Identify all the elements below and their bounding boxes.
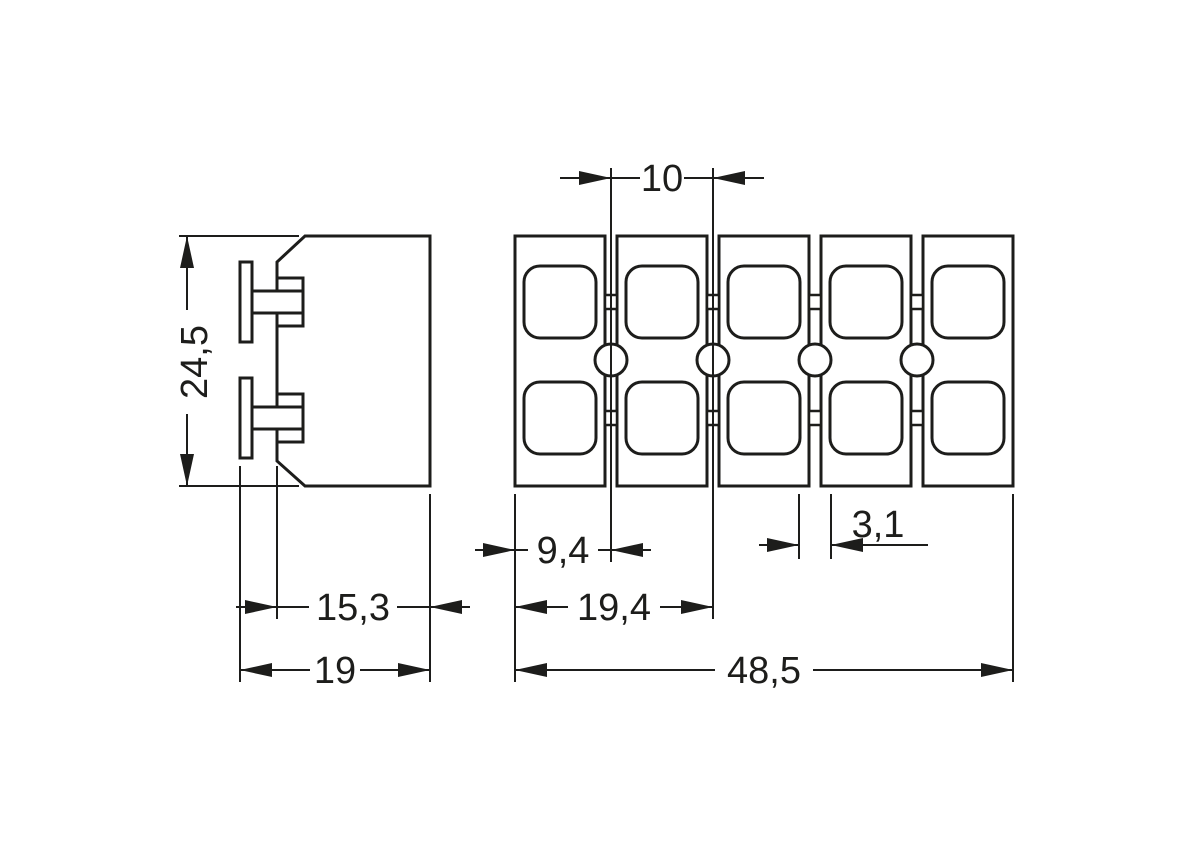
dim-pole-pitch: 10 (560, 158, 764, 200)
dim-height: 24,5 (174, 236, 216, 486)
arrowhead (681, 600, 713, 614)
arrowhead (180, 236, 194, 268)
arrowhead (831, 538, 863, 552)
dim-label-depth-body: 15,3 (316, 587, 390, 629)
side-view (238, 234, 432, 488)
mounting-hole (797, 342, 833, 378)
front-view (513, 234, 1015, 488)
gap-tab (807, 409, 823, 427)
contact-opening (624, 264, 700, 340)
arrowhead (430, 600, 462, 614)
arrowhead (611, 543, 643, 557)
dim-depth-body: 15,3 (236, 587, 470, 629)
arrowhead (767, 538, 799, 552)
arrowhead (515, 663, 547, 677)
dim-label-edge-to-second-pole: 19,4 (577, 587, 651, 629)
arrowhead (245, 600, 277, 614)
contact-opening (828, 380, 904, 456)
dim-total-width: 48,5 (515, 650, 1013, 692)
contact-opening (828, 264, 904, 340)
mounting-hole (899, 342, 935, 378)
dim-label-height: 24,5 (174, 325, 216, 399)
dim-edge-to-second-pole: 19,4 (515, 587, 713, 629)
arrowhead (398, 663, 430, 677)
contact-opening (726, 380, 802, 456)
dim-depth-total: 19 (240, 650, 430, 692)
body-outline (275, 234, 432, 488)
dim-edge-to-first-pole: 9,4 (475, 530, 651, 572)
contact-opening (522, 380, 598, 456)
gap-tab (909, 293, 925, 311)
gap-tab (909, 409, 925, 427)
pin-bar-upper (238, 260, 254, 344)
arrowhead (180, 454, 194, 486)
arrowhead (515, 600, 547, 614)
contact-opening (624, 380, 700, 456)
dimensions: 24,5 15,3 19 10 (174, 158, 1014, 692)
arrowhead (579, 171, 611, 185)
contact-opening (726, 264, 802, 340)
contact-opening (930, 264, 1006, 340)
arrowhead (713, 171, 745, 185)
arrowhead (483, 543, 515, 557)
pin-shaft-lower (250, 405, 305, 431)
dim-label-edge-to-first-pole: 9,4 (537, 530, 590, 572)
dim-label-total-width: 48,5 (727, 650, 801, 692)
dim-label-pole-pitch: 10 (641, 158, 683, 200)
contact-opening (522, 264, 598, 340)
contact-opening (930, 380, 1006, 456)
dim-hole-diameter: 3,1 (759, 504, 928, 552)
dim-label-hole-diameter: 3,1 (852, 504, 905, 546)
dim-label-depth-total: 19 (314, 650, 356, 692)
gap-tab (807, 293, 823, 311)
arrowhead (240, 663, 272, 677)
arrowhead (981, 663, 1013, 677)
pin-shaft-upper (250, 289, 305, 315)
pin-bar-lower (238, 376, 254, 460)
